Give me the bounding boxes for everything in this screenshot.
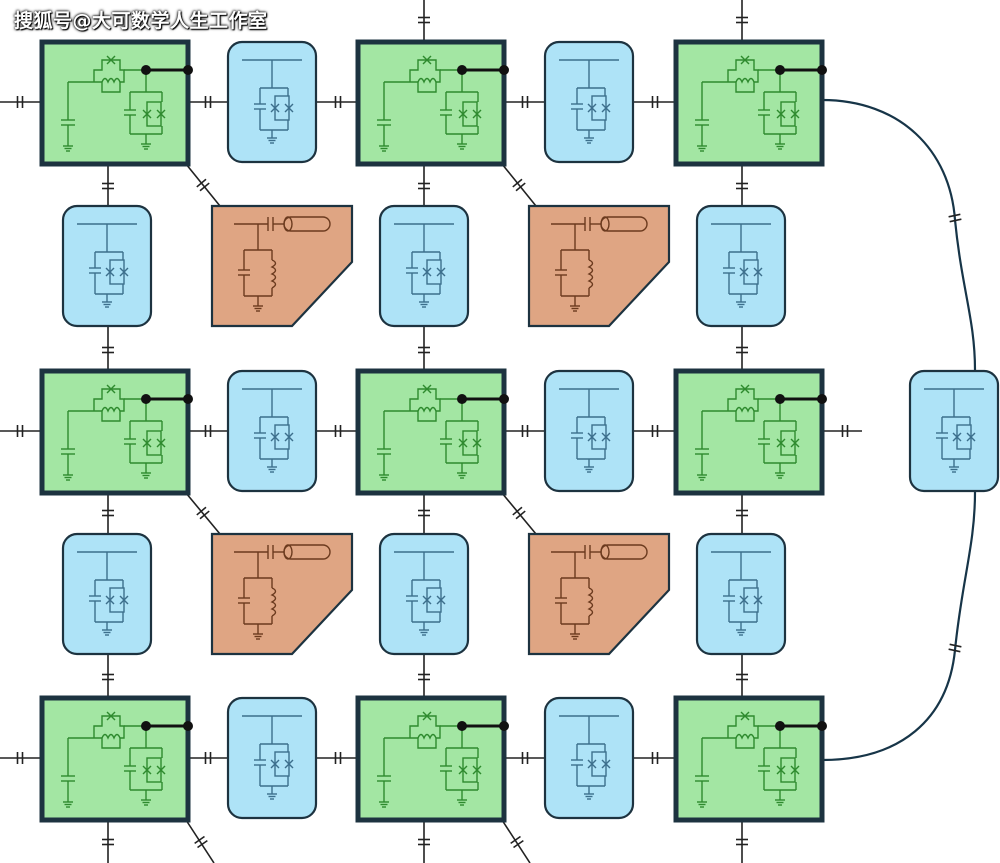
- coupler-v-2-b: [380, 534, 468, 654]
- coupler-h-r2-b: [545, 371, 633, 491]
- readout-3: [212, 534, 352, 654]
- qubit-r2-c1: [42, 371, 193, 493]
- horizontal-wires: [0, 101, 862, 759]
- coupler-h-r1-a: [228, 42, 316, 162]
- qubit-r2-c3: [676, 371, 827, 493]
- coupler-v-1-b: [380, 206, 468, 326]
- watermark-text: 搜狐号@大可数学人生工作室: [14, 10, 268, 32]
- coupler-extra-right: [910, 371, 998, 491]
- diagonal-wires: [185, 163, 537, 863]
- couplers: [63, 42, 998, 818]
- qubit-r2-c2: [358, 371, 509, 493]
- qubit-r1-c3: [676, 42, 827, 164]
- coupler-v-2-c: [697, 534, 785, 654]
- coupler-h-r1-b: [545, 42, 633, 162]
- coupler-v-1-c: [697, 206, 785, 326]
- qubit-r3-c2: [358, 698, 509, 820]
- capacitor-icon: [16, 16, 962, 849]
- readout-4: [529, 534, 669, 654]
- readout-2: [529, 206, 669, 326]
- qubits: [42, 42, 827, 820]
- coupler-h-r2-a: [228, 371, 316, 491]
- qubit-r3-c1: [42, 698, 193, 820]
- coupler-v-2-a: [63, 534, 151, 654]
- qubit-r3-c3: [676, 698, 827, 820]
- vertical-wires: [107, 0, 743, 863]
- coupler-v-1-a: [63, 206, 151, 326]
- coupler-h-r3-a: [228, 698, 316, 818]
- qubit-r1-c1: [42, 42, 193, 164]
- coupler-h-r3-b: [545, 698, 633, 818]
- qubit-r1-c2: [358, 42, 509, 164]
- readout-1: [212, 206, 352, 326]
